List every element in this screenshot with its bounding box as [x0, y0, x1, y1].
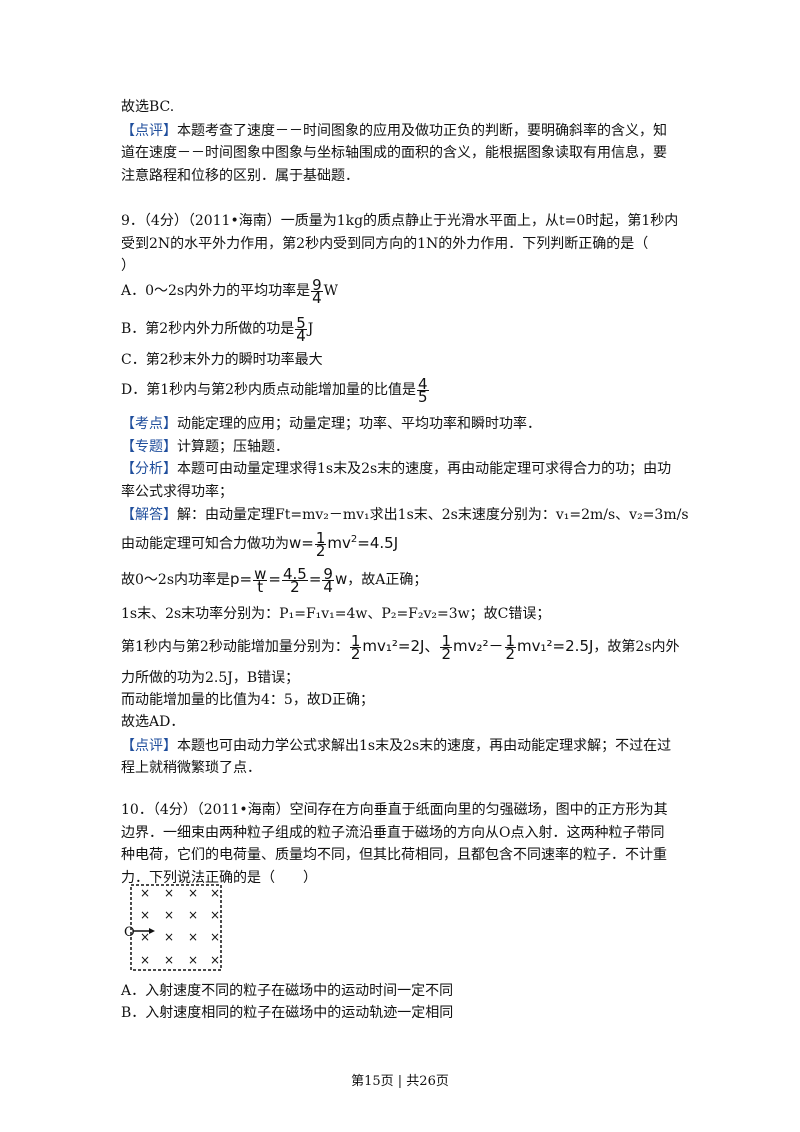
q9-stem-line-2: 受到2N的水平外力作用，第2秒内受到同方向的1N的外力作用．下列判断正确的是（: [121, 236, 649, 252]
prev-comment-line-1: 【点评】本题考查了速度－－时间图象的应用及做功正负的判断，要明确斜率的含义，知: [121, 123, 667, 139]
field-mark-icon: ×: [188, 908, 198, 922]
prev-conclusion: 故选BC.: [121, 99, 175, 115]
field-mark-icon: ×: [188, 886, 198, 900]
field-mark-icon: ×: [140, 953, 150, 967]
q9-instant-power-line: 1s末、2s末功率分别为：P₁=F₁v₁=4w、P₂=F₂v₂=3w；故C错误；: [121, 606, 551, 622]
q9-jieda-line-1: 【解答】解：由动量定理Ft=mv₂－mv₁求出1s末、2s末速度分别为：v₁=2…: [121, 507, 689, 523]
prev-comment-line-3: 注意路程和位移的区别．属于基础题．: [121, 168, 359, 184]
q10-stem-line-3: 种电荷，它们的电荷量、质量均不同，但其比荷相同，且都包含不同速率的粒子．不计重: [121, 847, 667, 863]
field-mark-icon: ×: [140, 908, 150, 922]
field-mark-icon: ×: [210, 930, 220, 944]
field-into-page-marks: × × × × × × × × × × × × × × × ×: [140, 886, 220, 967]
q9-comment-line-2: 程上就稍微繁琐了点．: [121, 760, 261, 776]
magnetic-field-figure: × × × × × × × × × × × × × × × × O: [124, 884, 222, 971]
q10-stem-line-4: 力．下列说法正确的是（ ）: [121, 870, 317, 886]
q10-option-b: B．入射速度相同的粒子在磁场中的运动轨迹一定相同: [121, 1005, 454, 1021]
page-footer: 第15页 | 共26页: [351, 1074, 449, 1089]
origin-label: O: [124, 925, 135, 940]
field-mark-icon: ×: [164, 953, 174, 967]
field-mark-icon: ×: [140, 886, 150, 900]
field-mark-icon: ×: [164, 930, 174, 944]
q10-option-a: A．入射速度不同的粒子在磁场中的运动时间一定不同: [121, 983, 454, 999]
q9-ratio-line: 而动能增加量的比值为4：5，故D正确；: [121, 692, 375, 708]
arrow-head-icon: [149, 928, 155, 934]
prev-comment-line-2: 道在速度－－时间图象中图象与坐标轴围成的面积的含义，能根据图象读取有用信息，要: [121, 145, 667, 161]
field-boundary-square: [130, 884, 222, 971]
q9-fenxi-line-1: 【分析】本题可由动量定理求得1s末及2s末的速度，再由动能定理可求得合力的功；由…: [121, 461, 672, 477]
field-mark-icon: ×: [188, 930, 198, 944]
field-mark-icon: ×: [210, 908, 220, 922]
q9-zhuanti: 【专题】计算题；压轴题．: [121, 439, 289, 455]
q10-stem-line-2: 边界．一细束由两种粒子组成的粒子流沿垂直于磁场的方向从O点入射．这两种粒子带同: [121, 825, 665, 841]
q10-stem-line-1: 10．（4分）（2011•海南）空间存在方向垂直于纸面向里的匀强磁场，图中的正方…: [121, 802, 668, 818]
q9-comment-line-1: 【点评】本题也可由动力学公式求解出1s末及2s末的速度，再由动能定理求解；不过在…: [121, 738, 672, 754]
field-mark-icon: ×: [164, 908, 174, 922]
comment-tag: 【点评】: [121, 123, 177, 139]
field-mark-icon: ×: [140, 930, 150, 944]
q9-fenxi-line-2: 率公式求得功率；: [121, 484, 233, 500]
field-mark-icon: ×: [210, 953, 220, 967]
q9-ke-line-2: 力所做的功为2.5J，B错误；: [121, 670, 300, 686]
field-mark-icon: ×: [210, 886, 220, 900]
field-mark-icon: ×: [188, 953, 198, 967]
q9-stem-line-1: 9．（4分）（2011•海南）一质量为1kg的质点静止于光滑水平面上，从t=0时…: [121, 213, 679, 229]
q9-option-c: C．第2秒末外力的瞬时功率最大: [121, 352, 323, 368]
q9-conclusion: 故选AD．: [121, 714, 185, 730]
q9-kaodian: 【考点】动能定理的应用；动量定理；功率、平均功率和瞬时功率．: [121, 416, 541, 432]
field-mark-icon: ×: [164, 886, 174, 900]
q9-stem-line-3: ）: [121, 258, 135, 274]
